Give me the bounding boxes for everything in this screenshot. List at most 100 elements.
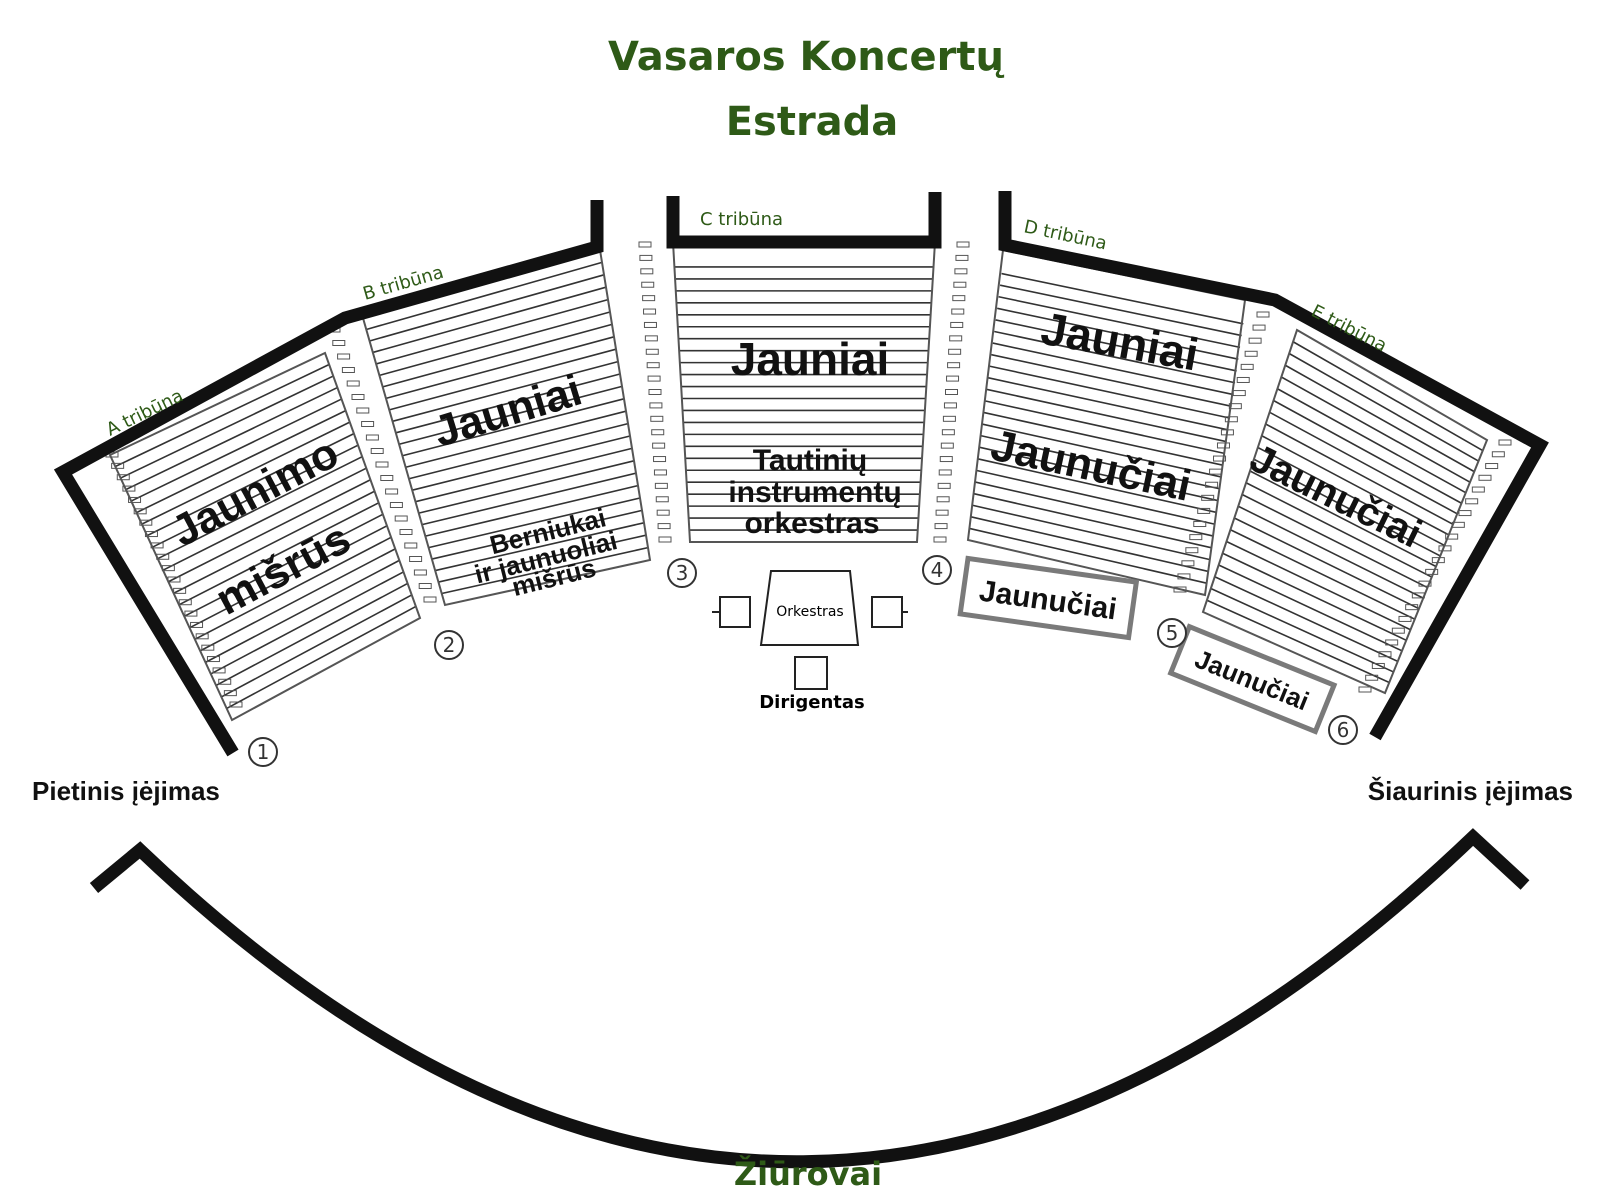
seat-row-b-12 [402,398,625,457]
row-marker-cd-15 [940,442,954,449]
seat-row-e-23 [1206,599,1390,684]
gate-3-number: 3 [676,561,689,585]
row-marker-e-16 [1391,627,1405,634]
seat-row-a-5 [136,409,347,514]
seat-row-d-22 [970,516,1209,573]
row-marker-e-0 [1498,439,1512,446]
seat-row-e-21 [1214,576,1399,663]
seat-row-e-2 [1288,352,1479,462]
row-marker-bc-2 [640,268,654,275]
row-marker-ab-6 [356,407,370,414]
row-marker-bc-12 [649,402,663,409]
row-marker-ab-2 [337,353,351,360]
seat-row-e-22 [1210,587,1394,673]
row-marker-ab-19 [418,583,432,589]
seat-row-e-10 [1257,446,1445,547]
row-marker-de-1 [1252,324,1266,331]
row-marker-de-8 [1224,416,1238,423]
seat-row-b-19 [425,484,639,537]
seat-row-b-5 [379,311,611,377]
row-marker-cd-6 [950,321,964,328]
row-marker-a-19 [212,667,226,674]
row-marker-ab-15 [399,529,413,535]
seat-row-b-13 [405,410,627,469]
seat-row-e-5 [1277,388,1467,494]
seat-row-e-15 [1237,505,1424,599]
row-marker-ab-12 [385,488,399,495]
row-marker-cd-3 [953,281,967,288]
south-entrance-label: Pietinis įėjimas [32,776,220,806]
seat-row-e-6 [1273,399,1462,504]
seat-row-e-11 [1253,458,1441,557]
row-marker-de-12 [1209,468,1223,475]
seat-row-d-4 [997,307,1239,360]
row-marker-bc-21 [657,523,671,530]
row-marker-a-1 [111,462,125,469]
row-marker-cd-4 [952,295,966,302]
row-marker-cd-1 [955,254,969,261]
row-marker-bc-5 [643,308,657,315]
row-marker-de-17 [1189,534,1203,541]
gate-6-number: 6 [1337,718,1350,742]
row-marker-ab-16 [404,542,418,549]
orchestra-left-box [719,596,751,628]
seat-row-a-20 [215,582,408,687]
row-marker-cd-13 [942,415,956,422]
seat-row-b-11 [398,385,623,446]
title-line-2: Estrada [726,99,899,145]
row-marker-de-4 [1240,363,1254,370]
audience-arc [89,828,1530,1169]
row-marker-bc-14 [651,429,665,436]
seat-row-d-16 [979,446,1219,502]
row-marker-de-7 [1228,403,1242,410]
seat-row-a-3 [125,386,338,491]
row-marker-ab-1 [332,340,346,346]
row-marker-de-6 [1232,390,1246,397]
stand-c-label-4: orkestras [744,507,879,540]
row-marker-bc-6 [643,321,657,328]
row-marker-ab-3 [341,367,355,373]
seat-row-b-3 [372,286,607,354]
row-marker-cd-14 [941,429,955,436]
title-line-1: Vasaros Koncertų [608,34,1004,80]
row-marker-e-2 [1485,463,1499,470]
row-marker-e-18 [1378,651,1392,658]
row-number-strips [105,241,1512,708]
seat-row-b-6 [382,323,613,388]
row-marker-bc-7 [644,335,658,342]
row-marker-bc-18 [654,482,668,489]
stand-d-label-1: Jauniai [1037,302,1202,381]
seat-row-e-19 [1222,552,1407,642]
row-marker-bc-20 [656,509,670,516]
seat-row-d-18 [976,469,1216,526]
gate-4: 4 [922,555,952,585]
row-marker-de-3 [1244,350,1258,357]
row-marker-a-15 [190,621,204,628]
seat-row-d-8 [991,353,1232,408]
row-marker-a-13 [178,599,192,606]
row-marker-bc-10 [647,375,661,382]
seat-row-a-19 [210,571,404,675]
row-marker-ab-5 [351,394,365,400]
seat-row-d-9 [989,365,1231,419]
row-marker-bc-3 [641,281,655,288]
seat-row-b-4 [375,298,609,365]
stand-c-label-3: instrumentų [728,476,901,509]
row-marker-cd-5 [951,308,965,315]
row-marker-e-15 [1398,615,1412,622]
row-marker-de-14 [1201,494,1215,501]
seat-row-a-18 [205,559,400,664]
row-marker-ab-8 [365,434,379,441]
stand-a [108,351,422,722]
stand-e [1201,328,1489,695]
seat-row-a-7 [146,432,355,537]
seat-row-b-22 [434,522,645,572]
row-marker-bc-1 [639,254,653,261]
seat-row-b-8 [389,348,617,411]
seat-row-b-16 [415,447,633,503]
row-marker-ab-18 [413,569,427,576]
seat-row-a-10 [162,467,367,571]
seat-row-e-7 [1269,411,1458,515]
